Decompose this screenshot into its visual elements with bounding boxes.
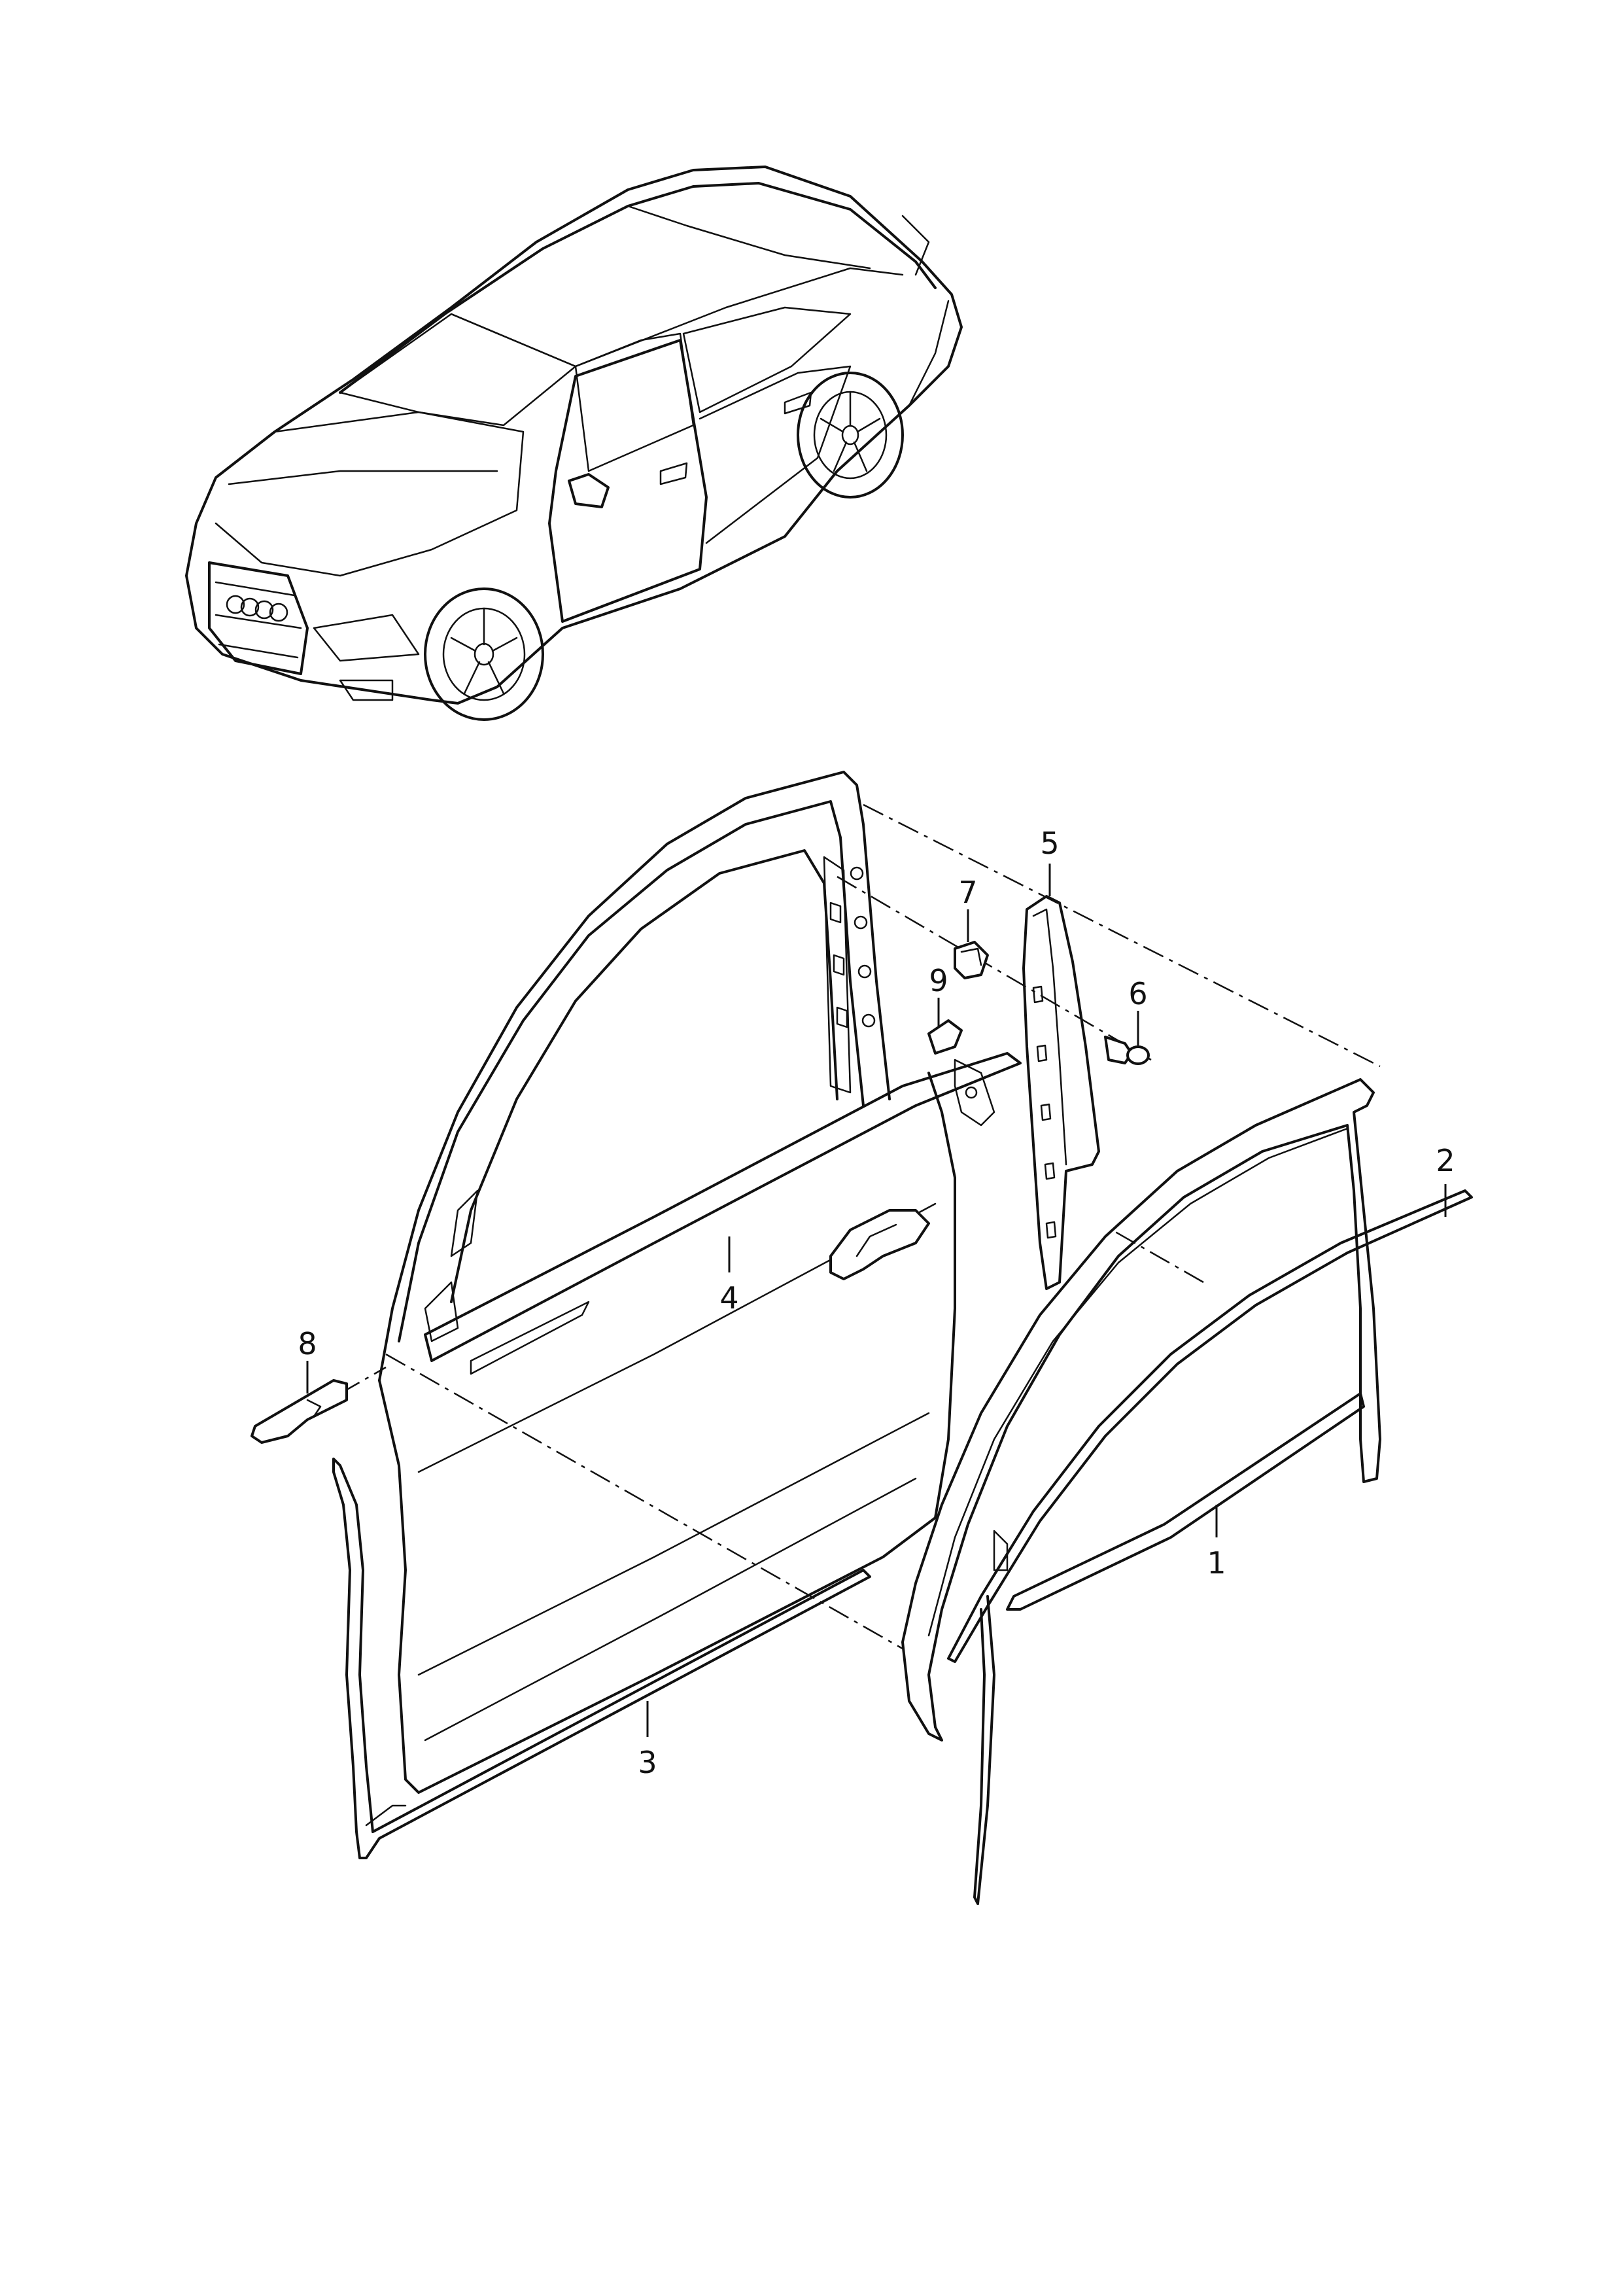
- part-1-window-channel: [901, 1078, 1381, 1905]
- part-9-small-bracket: [927, 1019, 963, 1055]
- callout-4: 4: [719, 1280, 738, 1316]
- car-overview-illustration: [185, 166, 963, 721]
- callout-3: 3: [638, 1745, 657, 1780]
- part-5-b-pillar-trim: [1022, 895, 1100, 1290]
- part-6-screw: [1104, 1036, 1150, 1065]
- callout-8: 8: [298, 1326, 317, 1361]
- callout-9: 9: [929, 963, 948, 998]
- callout-7: 7: [958, 875, 977, 910]
- callout-6: 6: [1128, 976, 1147, 1011]
- part-3-door-seal: [332, 1458, 871, 1859]
- callout-leaders: [306, 864, 1447, 1737]
- part-8-bracket: [251, 1379, 348, 1444]
- part-7-clip: [954, 941, 989, 979]
- callout-labels: 1 2 3 4 5 6 7 8 9: [298, 826, 1455, 1780]
- callout-5: 5: [1040, 826, 1059, 861]
- part-4-front-door: [378, 771, 1022, 1794]
- part-2-seal-strip: [947, 1189, 1473, 1663]
- callout-2: 2: [1436, 1143, 1455, 1178]
- callout-1: 1: [1207, 1545, 1226, 1581]
